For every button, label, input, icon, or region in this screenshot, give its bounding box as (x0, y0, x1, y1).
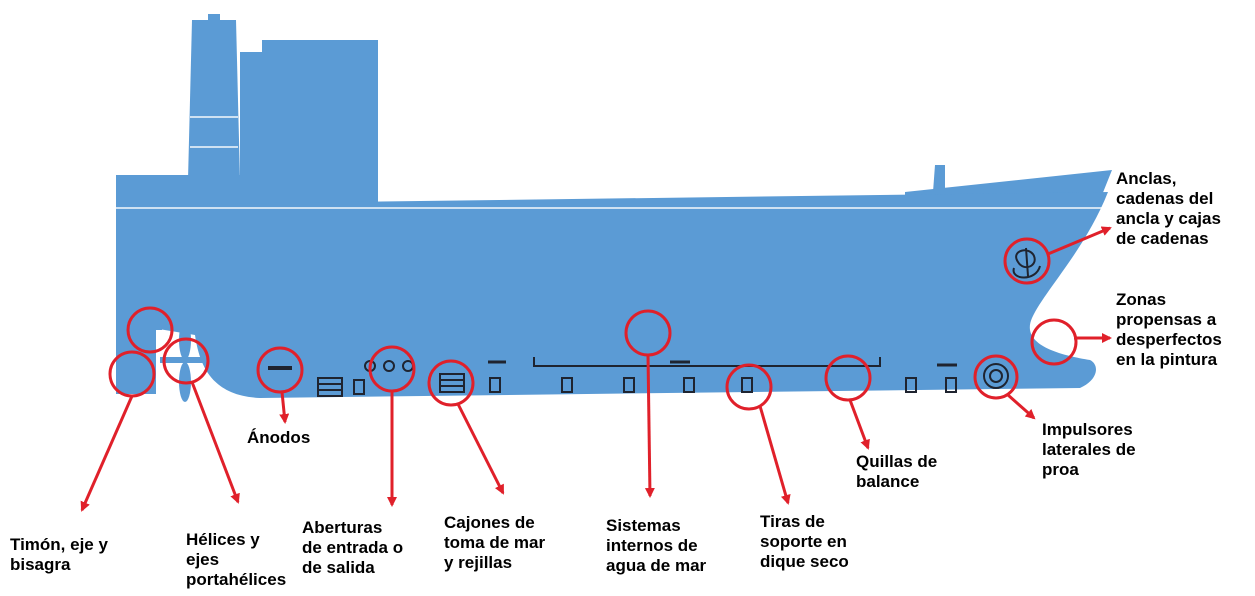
hull (116, 192, 1108, 398)
funnel (188, 20, 240, 180)
arrow-sistemas (644, 354, 655, 498)
blocking-8 (945, 377, 957, 393)
thruster-outer (983, 363, 1009, 389)
label-impulsores: Impulsores laterales de proa (1042, 420, 1136, 479)
marker-quillas (824, 354, 872, 402)
marker-timon-top (126, 306, 174, 354)
mast (208, 14, 220, 24)
label-cajones: Cajones de toma de mar y rejillas (444, 513, 546, 572)
arrow-anclas (1047, 226, 1112, 256)
rudder-stock (152, 300, 162, 330)
blocking-5 (683, 377, 695, 393)
marker-helices (162, 337, 210, 385)
label-timon: Timón, eje y bisagra (10, 535, 108, 574)
arrow-anodos (279, 391, 290, 424)
rudder (116, 322, 156, 394)
grille-1 (317, 377, 343, 397)
marker-anodos (256, 346, 304, 394)
label-sistemas: Sistemas internos de agua de mar (606, 516, 707, 575)
propeller-shaft (160, 357, 210, 363)
arrows (80, 226, 1112, 512)
arrow-tiras (758, 405, 791, 505)
label-anclas: Anclas, cadenas del ancla y cajas de cad… (1116, 169, 1221, 248)
arrow-cajones (456, 403, 505, 495)
forecastle (905, 170, 1112, 200)
arrow-quillas (848, 399, 870, 450)
thruster-inner (989, 369, 1003, 383)
marker-tiras (725, 363, 773, 411)
blocking-2 (489, 377, 501, 393)
superstructure (240, 52, 378, 192)
ship-silhouette (116, 14, 1112, 402)
blocking-6 (741, 377, 753, 393)
label-anodos: Ánodos (247, 428, 311, 447)
blocking-3 (561, 377, 573, 393)
arrow-helices (190, 381, 240, 504)
label-tiras: Tiras de soporte en dique seco (760, 512, 849, 571)
label-zonas: Zonas propensas a desperfectos en la pin… (1116, 290, 1222, 369)
label-quillas: Quillas de balance (856, 452, 938, 491)
hull-details (268, 247, 1041, 397)
marker-anclas (1003, 237, 1051, 285)
label-helices: Hélices y ejes portahélices (186, 530, 287, 589)
marker-zonas (1030, 318, 1078, 366)
marker-cajones (427, 359, 475, 407)
arrow-impulsores (1007, 393, 1036, 420)
blocking-4 (623, 377, 635, 393)
bow-mast (933, 165, 945, 192)
grille-2 (439, 373, 465, 393)
bilge-keel-line (533, 357, 881, 367)
opening-2 (383, 360, 395, 372)
marker-impulsores (973, 354, 1019, 400)
blocking-1 (353, 379, 365, 395)
anchor-symbol (1012, 247, 1041, 279)
arrow-timon (80, 395, 134, 512)
wheelhouse-step (262, 40, 378, 60)
blocking-7 (905, 377, 917, 393)
label-aberturas: Aberturas de entrada o de salida (302, 518, 404, 577)
